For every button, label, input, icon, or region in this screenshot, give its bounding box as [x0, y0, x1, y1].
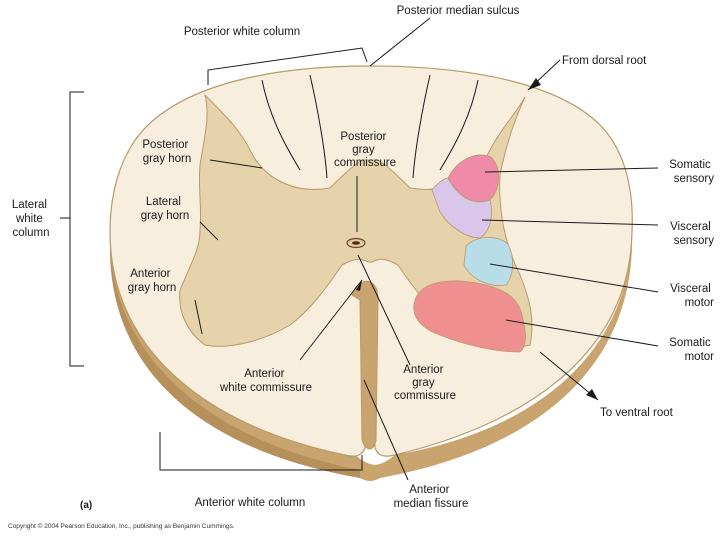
leader-somatic-motor	[505, 319, 659, 347]
posterior-white-column-bracket	[207, 47, 368, 85]
dot-anterior-white-commissure	[356, 280, 362, 291]
visceral-sensory-zone	[431, 177, 492, 239]
arrow-to-ventral-root	[586, 389, 598, 400]
label-anterior-white-column: Anterior white column	[195, 497, 306, 509]
leader-anterior-gray-commissure	[357, 254, 411, 366]
anterior-median-fissure-shape	[351, 280, 379, 450]
leader-to-ventral-root	[539, 351, 599, 401]
label-posterior-gray-commissure: Posterior gray commissure	[334, 131, 396, 169]
label-anterior-median-fissure: Anterior median fissure	[394, 484, 469, 510]
visceral-motor-zone	[463, 237, 514, 286]
anterior-white-column-bracket	[159, 432, 363, 471]
label-visceral-sensory: Visceral sensory	[670, 221, 714, 247]
somatic-motor-zone	[413, 280, 526, 353]
leader-somatic-sensory	[484, 167, 659, 173]
panel-letter: (a)	[80, 500, 92, 511]
label-lateral-white-column: Lateral white column	[12, 199, 50, 239]
label-posterior-gray-horn: Posterior gray horn	[142, 139, 191, 165]
leader-posterior-median-sulcus	[369, 17, 431, 67]
label-visceral-motor: Visceral motor	[670, 283, 714, 309]
column-boundary-lines	[261, 74, 479, 179]
copyright-notice: Copyright © 2004 Pearson Education, Inc.…	[8, 522, 235, 530]
leader-lateral-gray-horn	[199, 221, 219, 241]
cord-side-shadow	[110, 240, 360, 478]
label-anterior-gray-commissure: Anterior gray commissure	[394, 364, 456, 402]
label-from-dorsal-root: From dorsal root	[562, 55, 647, 67]
label-somatic-motor: Somatic motor	[669, 337, 714, 363]
leader-anterior-white-commissure	[299, 279, 363, 361]
leader-visceral-motor	[489, 263, 659, 293]
label-anterior-gray-horn: Anterior gray horn	[128, 268, 177, 294]
arrow-from-dorsal-root	[528, 78, 541, 90]
leader-visceral-sensory	[481, 219, 659, 226]
label-anterior-white-commissure: Anterior white commissure	[219, 368, 312, 394]
label-posterior-white-column: Posterior white column	[184, 26, 300, 38]
central-canal-lumen	[352, 241, 360, 245]
leader-anterior-median-fissure	[363, 379, 409, 481]
label-somatic-sensory: Somatic sensory	[669, 159, 714, 185]
lateral-white-column-bracket	[60, 91, 84, 367]
label-to-ventral-root: To ventral root	[600, 407, 674, 419]
leader-anterior-gray-horn	[194, 299, 203, 335]
label-lateral-gray-horn: Lateral gray horn	[141, 196, 190, 222]
label-posterior-median-sulcus: Posterior median sulcus	[397, 5, 520, 17]
leader-posterior-gray-horn	[209, 159, 263, 169]
